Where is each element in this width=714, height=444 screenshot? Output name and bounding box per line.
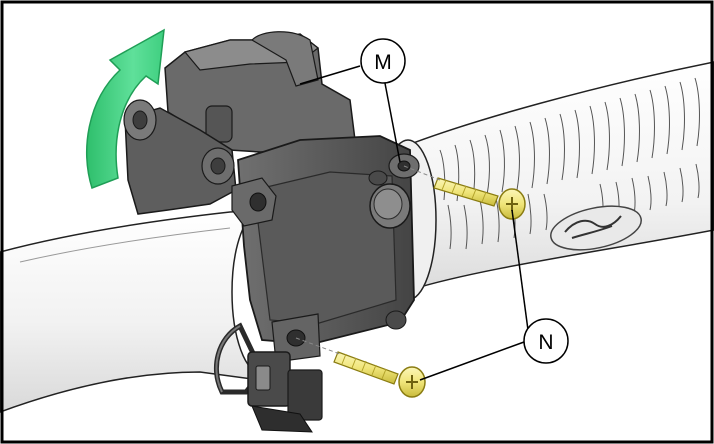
leader-lines bbox=[299, 65, 529, 381]
throttle-grip bbox=[394, 61, 714, 291]
switch-housing bbox=[123, 31, 420, 433]
callout-n-label: N bbox=[538, 331, 553, 354]
screw-upper bbox=[433, 177, 526, 220]
curved-rotation-arrow-icon bbox=[86, 28, 165, 189]
callout-m-label: M bbox=[374, 51, 392, 74]
indian-logo-icon bbox=[550, 205, 642, 251]
alignment-lines bbox=[295, 165, 441, 355]
screw-lower bbox=[333, 351, 426, 398]
grip-texture bbox=[439, 77, 700, 250]
callout-n: N bbox=[523, 318, 569, 364]
callout-m: M bbox=[360, 38, 406, 84]
